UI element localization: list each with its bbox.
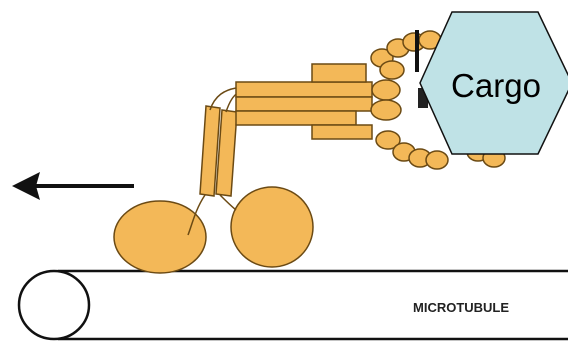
cargo-label: Cargo xyxy=(451,67,541,104)
motor-head-left xyxy=(114,201,206,273)
left-arrow-icon xyxy=(12,172,134,200)
motor-head-right xyxy=(231,187,313,267)
stalk-coils xyxy=(200,106,237,196)
microtubule-cross-section xyxy=(19,271,89,339)
attachment-marker xyxy=(415,30,419,72)
microtubule-label: MICROTUBULE xyxy=(413,300,509,315)
coiled-coil-stalk xyxy=(236,64,372,139)
